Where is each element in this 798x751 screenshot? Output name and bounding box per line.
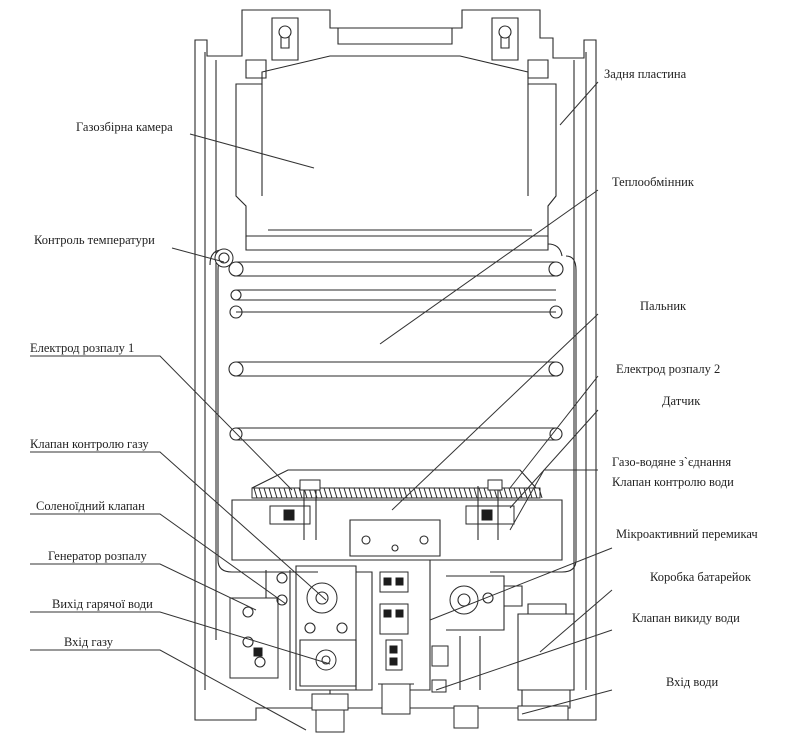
control-block bbox=[229, 559, 575, 709]
gas-collector-chamber bbox=[235, 55, 557, 251]
label-battery-box: Коробка батарейок bbox=[650, 570, 752, 584]
label-gas-control-valve: Клапан контролю газу bbox=[30, 437, 149, 451]
heat-exchanger-coils bbox=[209, 243, 577, 573]
label-sensor: Датчик bbox=[662, 394, 701, 408]
label-gas-inlet: Вхід газу bbox=[64, 635, 114, 649]
label-back-plate: Задня пластина bbox=[604, 67, 687, 81]
label-gas-chamber: Газозбірна камера bbox=[76, 120, 173, 134]
label-micro-switch: Мікроактивний перемикач bbox=[616, 527, 758, 541]
label-water-drain-valve: Клапан викиду води bbox=[632, 611, 740, 625]
heater-outline bbox=[194, 9, 597, 721]
bottom-fittings bbox=[311, 679, 569, 733]
label-ignition-electrode-2: Електрод розпалу 2 bbox=[616, 362, 720, 376]
ignition-electrode-left bbox=[269, 479, 321, 540]
label-hot-water-outlet: Вихід гарячої води bbox=[52, 597, 153, 611]
label-ignition-electrode-1: Електрод розпалу 1 bbox=[30, 341, 134, 355]
labels: Задня пластина Газозбірна камера Теплооб… bbox=[30, 67, 758, 689]
label-ignition-generator: Генератор розпалу bbox=[48, 549, 147, 563]
label-water-control-valve: Клапан контролю води bbox=[612, 475, 734, 489]
ignition-electrode-right bbox=[465, 479, 515, 540]
label-temp-control: Контроль температури bbox=[34, 233, 155, 247]
label-water-inlet: Вхід води bbox=[666, 675, 718, 689]
leader-lines bbox=[30, 81, 613, 731]
label-gas-water-connection: Газо-водяне з`єднання bbox=[612, 455, 731, 469]
label-heat-exchanger: Теплообмінник bbox=[612, 175, 695, 189]
label-solenoid-valve: Соленоїдний клапан bbox=[36, 499, 145, 513]
burner-assembly bbox=[231, 469, 563, 561]
temperature-control-device bbox=[214, 248, 234, 268]
label-burner: Пальник bbox=[640, 299, 687, 313]
